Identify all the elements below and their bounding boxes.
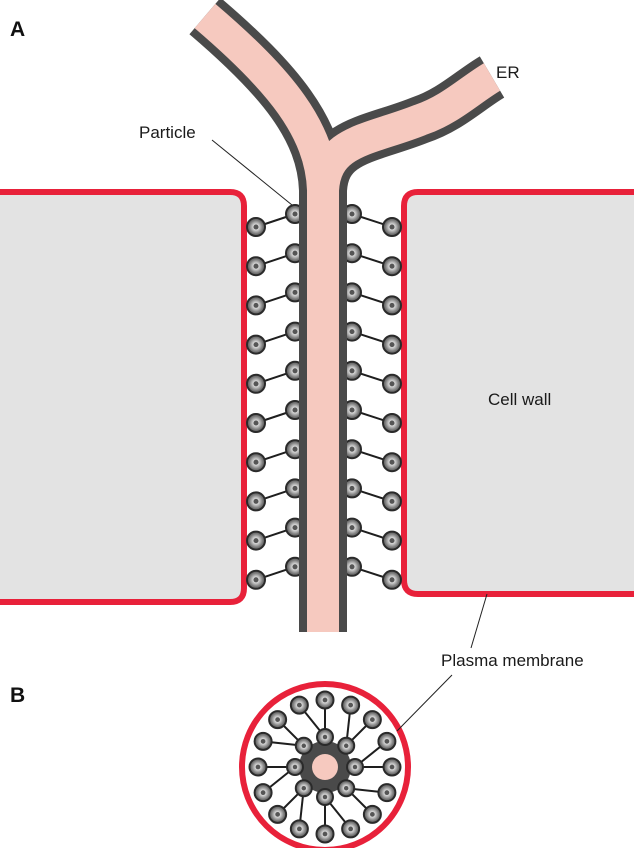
particle xyxy=(383,296,401,314)
particle xyxy=(247,453,265,471)
cross-section-outer-particle xyxy=(269,806,286,823)
cell-wall-label: Cell wall xyxy=(488,390,551,409)
cross-section-inner-particle xyxy=(296,780,312,796)
plasma-membrane-leader-line-a xyxy=(471,594,487,648)
particle xyxy=(247,532,265,550)
particle xyxy=(383,375,401,393)
cross-section-inner-particle xyxy=(338,738,354,754)
cross-section-inner-particle xyxy=(296,738,312,754)
particle xyxy=(247,296,265,314)
cross-section-outer-particle xyxy=(255,733,272,750)
particle xyxy=(383,218,401,236)
cross-section-inner-particle xyxy=(287,759,303,775)
cross-section-outer-particle xyxy=(255,784,272,801)
cross-section-inner-particle xyxy=(317,729,333,745)
cross-section-er-lumen xyxy=(312,754,338,780)
particle xyxy=(247,336,265,354)
cross-section-outer-particle xyxy=(342,697,359,714)
panel-label-a: A xyxy=(10,18,25,41)
cross-section-outer-particle xyxy=(250,759,267,776)
cross-section-outer-particle xyxy=(317,826,334,843)
cross-section-outer-particle xyxy=(317,692,334,709)
cross-section-outer-particle xyxy=(364,806,381,823)
cross-section-outer-particle xyxy=(384,759,401,776)
particle xyxy=(383,453,401,471)
particle xyxy=(383,336,401,354)
cell-wall-left xyxy=(0,192,244,602)
cross-section-inner-particle xyxy=(338,780,354,796)
plasma-membrane-leader-line-b xyxy=(397,675,452,731)
particle xyxy=(383,532,401,550)
plasma-membrane-label: Plasma membrane xyxy=(441,651,584,670)
cross-section-outer-particle xyxy=(291,697,308,714)
particle xyxy=(383,414,401,432)
particle xyxy=(247,492,265,510)
particle xyxy=(247,375,265,393)
particle xyxy=(247,218,265,236)
particle-label: Particle xyxy=(139,123,196,142)
cross-section-outer-particle xyxy=(364,711,381,728)
cross-section-inner-particle xyxy=(347,759,363,775)
cell-wall-left-fill xyxy=(0,192,244,602)
particle xyxy=(383,257,401,275)
cross-section-outer-particle xyxy=(269,711,286,728)
er-label: ER xyxy=(496,63,520,82)
cross-section-outer-particle xyxy=(342,820,359,837)
particle xyxy=(247,257,265,275)
particle xyxy=(383,492,401,510)
cross-section-outer-particle xyxy=(378,784,395,801)
cross-section-inner-particle xyxy=(317,789,333,805)
particle xyxy=(247,571,265,589)
particle xyxy=(383,571,401,589)
panel-label-b: B xyxy=(10,684,25,707)
cross-section-outer-particle xyxy=(291,820,308,837)
particle xyxy=(247,414,265,432)
cross-section-outer-particle xyxy=(378,733,395,750)
cross-section xyxy=(242,684,408,848)
